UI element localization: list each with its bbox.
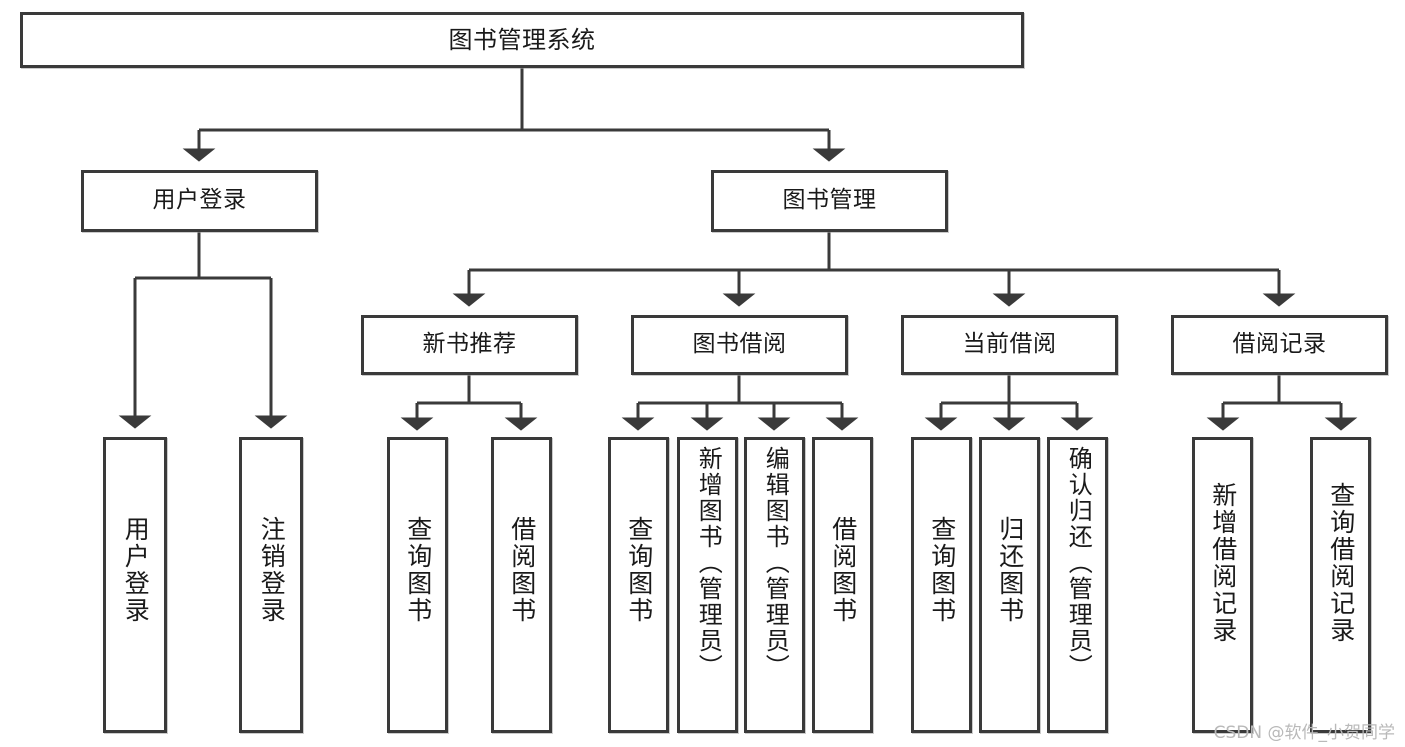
leaf-borrow-borrow-book[interactable]: 借阅图书 — [812, 437, 873, 733]
leaf-user-login[interactable]: 用户登录 — [103, 437, 167, 733]
node-label: 确认归还（管理员） — [1064, 446, 1093, 680]
node-label: 新增图书（管理员） — [694, 446, 723, 680]
node-current-borrow[interactable]: 当前借阅 — [901, 315, 1118, 375]
node-label: 新增借阅记录 — [1208, 482, 1238, 644]
node-label: 用户登录 — [152, 187, 247, 214]
node-label: 编辑图书（管理员） — [761, 446, 790, 680]
leaf-current-query-book[interactable]: 查询图书 — [911, 437, 972, 733]
node-label: 图书管理 — [782, 187, 877, 214]
node-label: 归还图书 — [995, 516, 1025, 624]
node-label: 当前借阅 — [962, 331, 1057, 358]
node-label: 查询图书 — [927, 516, 957, 624]
node-label: 图书借阅 — [692, 331, 787, 358]
node-user-login[interactable]: 用户登录 — [81, 170, 318, 232]
leaf-current-return-book[interactable]: 归还图书 — [979, 437, 1040, 733]
leaf-record-query-borrow-record[interactable]: 查询借阅记录 — [1310, 437, 1371, 733]
node-label: 借阅图书 — [507, 516, 537, 624]
node-book-management[interactable]: 图书管理 — [711, 170, 948, 232]
leaf-new-book-query-book[interactable]: 查询图书 — [387, 437, 448, 733]
node-label: 注销登录 — [257, 516, 287, 624]
node-borrow-record[interactable]: 借阅记录 — [1171, 315, 1388, 375]
node-label: 查询图书 — [624, 516, 654, 624]
csdn-watermark: CSDN @软件_小贺同学 — [1213, 723, 1395, 743]
node-book-borrow[interactable]: 图书借阅 — [631, 315, 848, 375]
leaf-borrow-edit-book-admin[interactable]: 编辑图书（管理员） — [744, 437, 805, 733]
leaf-borrow-query-book[interactable]: 查询图书 — [608, 437, 669, 733]
node-label: 借阅记录 — [1232, 331, 1327, 358]
node-label: 查询图书 — [403, 516, 433, 624]
node-label: 用户登录 — [121, 516, 151, 624]
leaf-new-book-borrow-book[interactable]: 借阅图书 — [491, 437, 552, 733]
leaf-record-add-borrow-record[interactable]: 新增借阅记录 — [1192, 437, 1253, 733]
node-label: 借阅图书 — [828, 516, 858, 624]
node-label: 查询借阅记录 — [1326, 482, 1356, 644]
leaf-logout-login[interactable]: 注销登录 — [239, 437, 303, 733]
node-root-book-management-system[interactable]: 图书管理系统 — [20, 12, 1024, 68]
node-label: 图书管理系统 — [448, 25, 596, 54]
node-label: 新书推荐 — [422, 331, 517, 358]
leaf-current-confirm-return-admin[interactable]: 确认归还（管理员） — [1047, 437, 1108, 733]
leaf-borrow-add-book-admin[interactable]: 新增图书（管理员） — [677, 437, 738, 733]
node-new-book-recommend[interactable]: 新书推荐 — [361, 315, 578, 375]
